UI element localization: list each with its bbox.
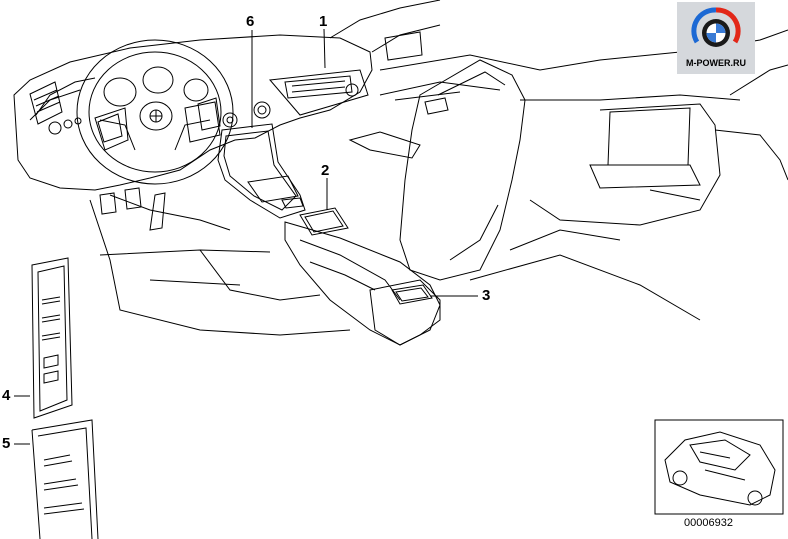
sill-plate-5	[31, 419, 99, 539]
leader-1	[323, 28, 326, 69]
pedal-right	[149, 192, 166, 231]
side-mirror	[384, 31, 423, 61]
pedal-left	[99, 192, 117, 215]
callout-5: 5	[2, 435, 11, 452]
callout-4: 4	[2, 387, 11, 404]
seat-back	[399, 59, 526, 281]
car-thumbnail	[654, 419, 784, 515]
console-trim-6	[217, 123, 306, 219]
door-handle	[424, 97, 449, 115]
reference-number: 00006932	[684, 517, 733, 529]
site-logo[interactable]: M-POWER.RU	[677, 2, 755, 74]
left-vent	[29, 81, 63, 125]
callout-2: 2	[321, 162, 330, 179]
door-panel	[379, 29, 788, 101]
radio-panel	[284, 75, 353, 99]
steering-wheel	[76, 39, 234, 185]
callout-3: 3	[482, 287, 491, 304]
sill-plate-4	[31, 257, 73, 419]
logo-text: M-POWER.RU	[686, 58, 746, 68]
armrest-lid-3	[391, 284, 433, 305]
bmw-roundel-icon	[691, 7, 741, 47]
callout-6: 6	[246, 13, 255, 30]
pedal-centre	[124, 187, 142, 210]
callout-1: 1	[319, 13, 328, 30]
armrest-3	[369, 279, 441, 346]
dashboard-outline	[13, 34, 373, 191]
